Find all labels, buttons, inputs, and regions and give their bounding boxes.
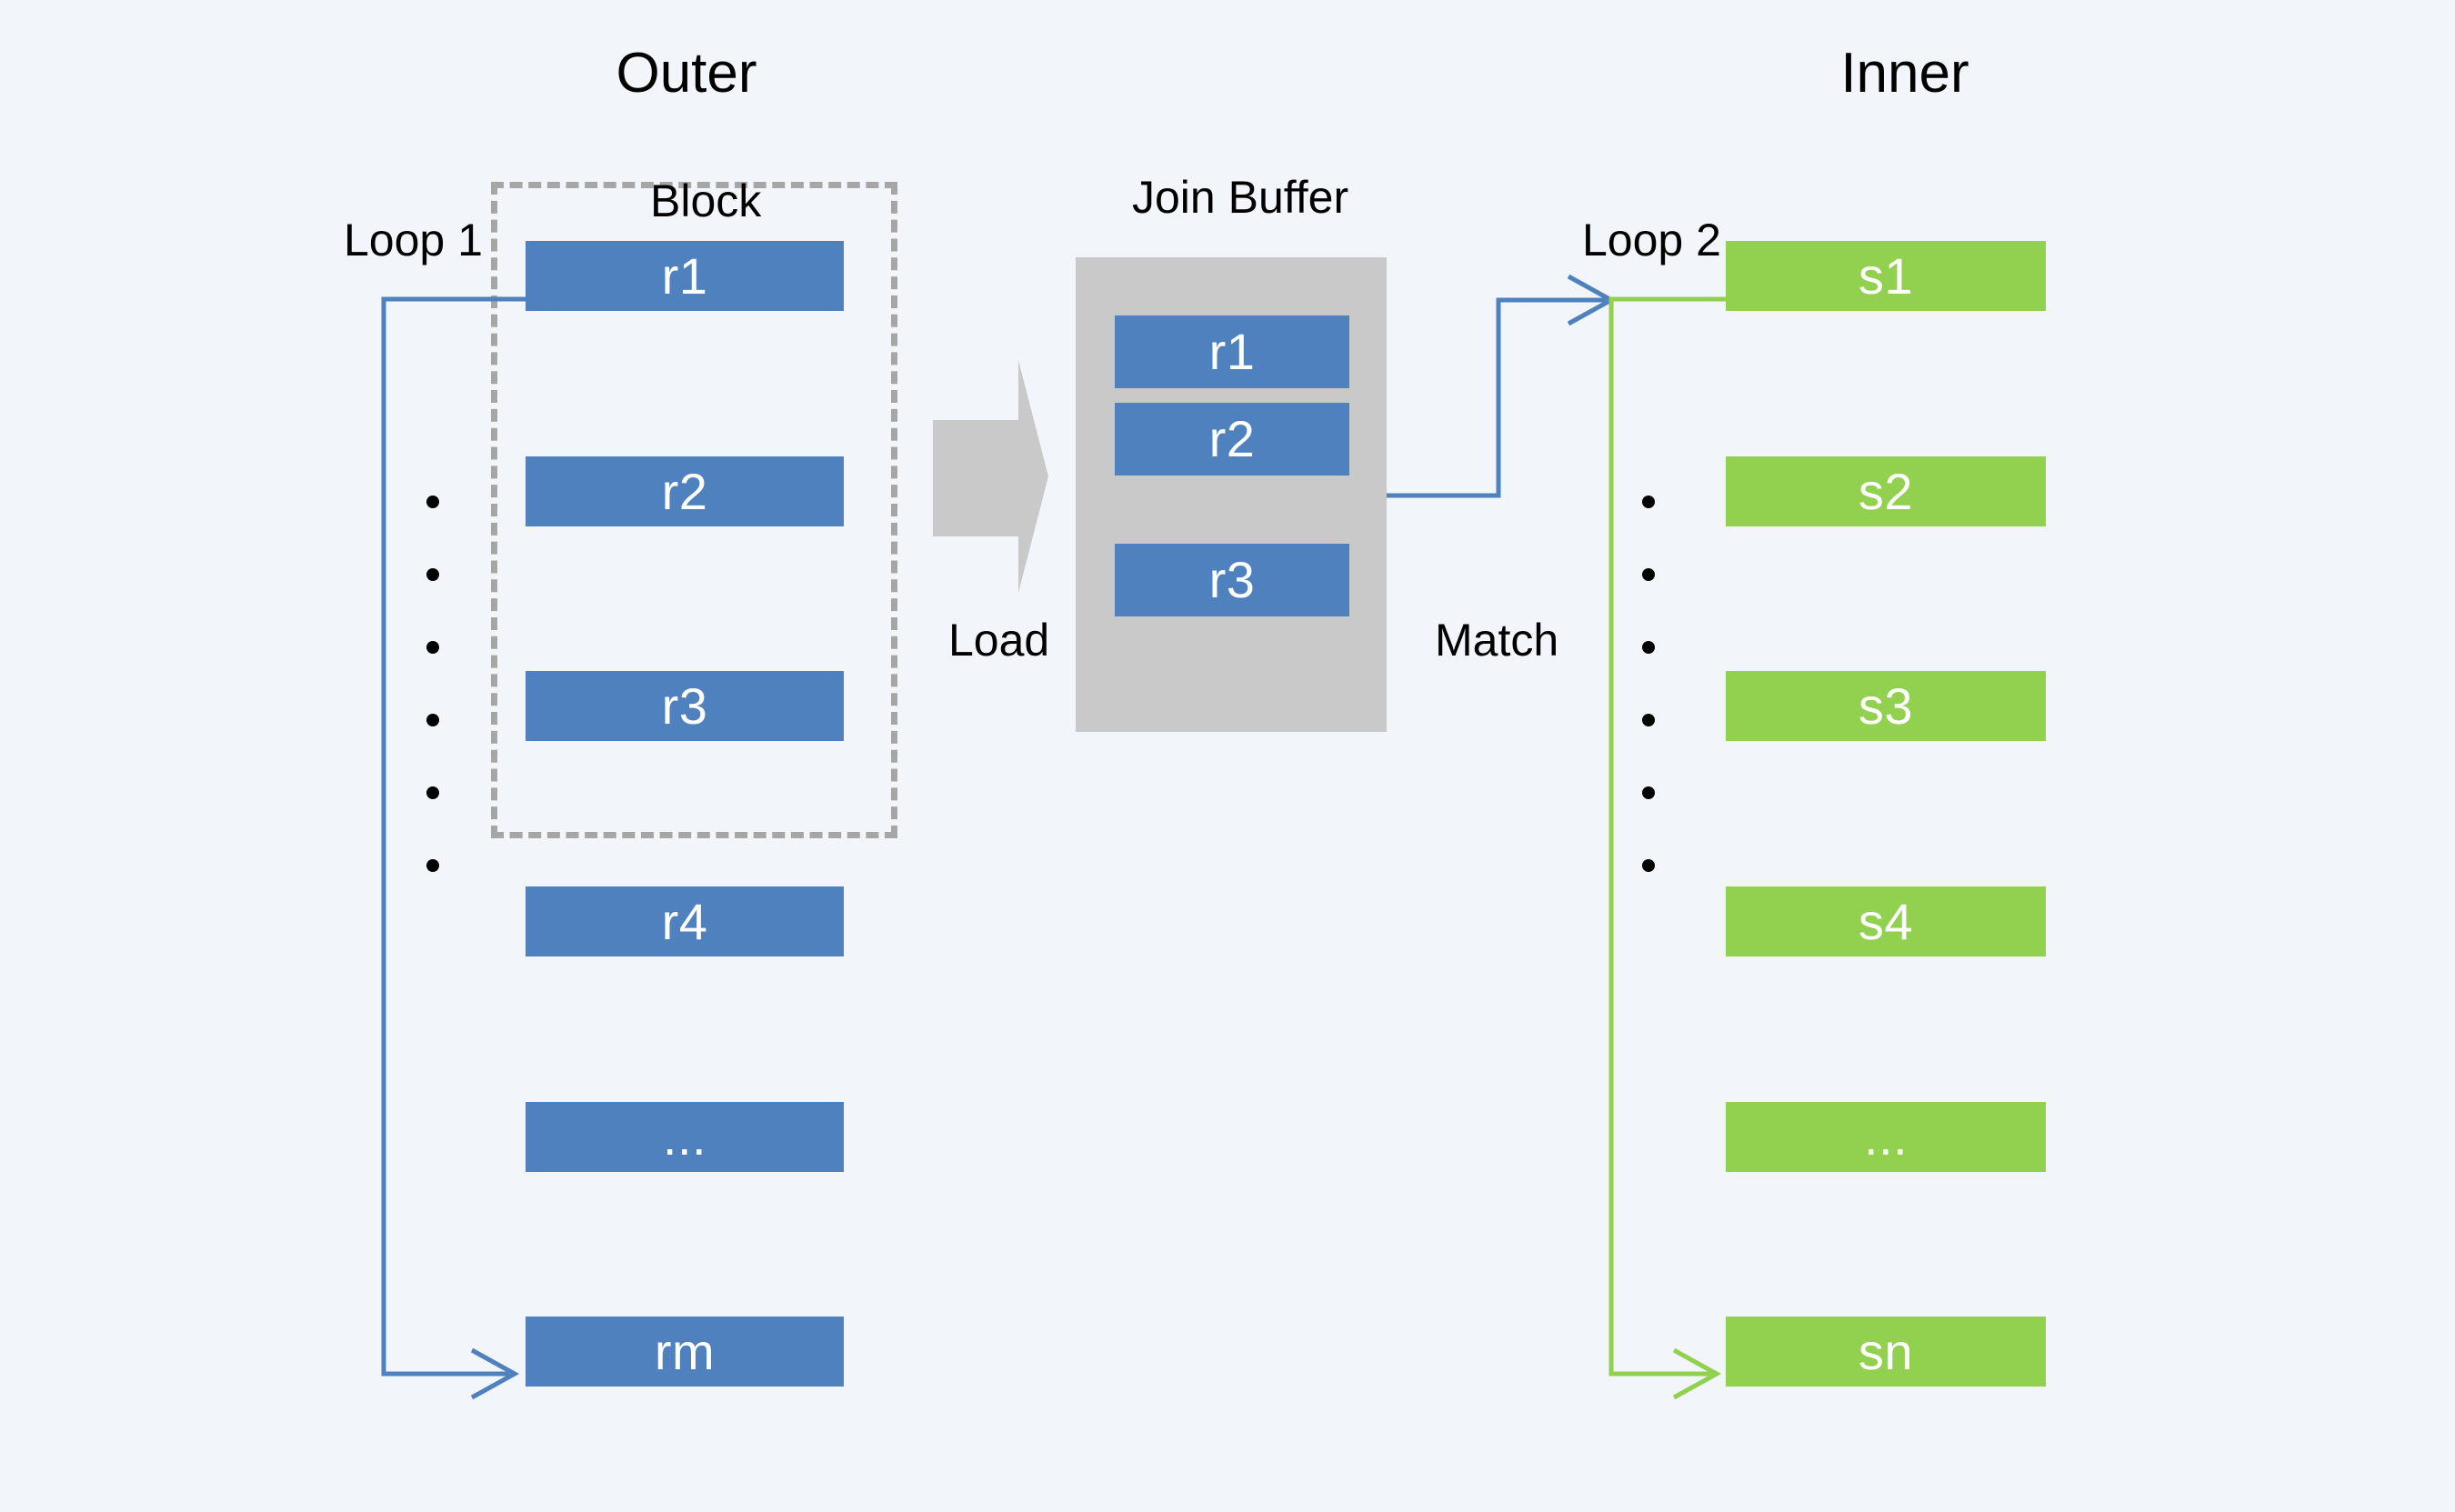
inner-row-s1-label: s1 <box>1858 246 1914 305</box>
outer-row-r4[interactable]: r4 <box>526 886 844 956</box>
inner-row-s3[interactable]: s3 <box>1726 671 2046 741</box>
inner-row-s4-label: s4 <box>1858 892 1914 950</box>
outer-row-rm-label: rm <box>654 1322 716 1380</box>
outer-ellipsis-dot-2 <box>426 568 439 581</box>
load-label: Load <box>948 615 1050 666</box>
outer-row-ellipsis[interactable]: ... <box>526 1102 844 1172</box>
loop1-arrowhead-icon <box>470 1347 520 1400</box>
outer-ellipsis-dot-6 <box>426 859 439 872</box>
loop2-path <box>1608 296 1726 1377</box>
outer-row-r3[interactable]: r3 <box>526 671 844 741</box>
outer-row-r2[interactable]: r2 <box>526 456 844 526</box>
inner-row-sn[interactable]: sn <box>1726 1317 2046 1387</box>
outer-ellipsis-dot-4 <box>426 714 439 726</box>
buffer-row-r1[interactable]: r1 <box>1115 315 1349 388</box>
outer-row-r3-label: r3 <box>661 676 708 735</box>
inner-row-ellipsis[interactable]: ... <box>1726 1102 2046 1172</box>
outer-ellipsis-dot-3 <box>426 641 439 654</box>
inner-ellipsis-dot-6 <box>1642 859 1655 872</box>
block-label: Block <box>650 175 762 226</box>
inner-ellipsis-dot-4 <box>1642 714 1655 726</box>
inner-row-s3-label: s3 <box>1858 676 1914 735</box>
buffer-row-r3-label: r3 <box>1208 551 1256 608</box>
join-buffer-label: Join Buffer <box>1132 172 1349 223</box>
inner-row-s1[interactable]: s1 <box>1726 241 2046 311</box>
match-path <box>1387 297 1606 498</box>
loop1-label: Loop 1 <box>344 215 483 265</box>
buffer-row-r2[interactable]: r2 <box>1115 403 1349 476</box>
load-arrow-icon <box>933 360 1048 593</box>
outer-row-r2-label: r2 <box>661 462 708 520</box>
inner-row-s2[interactable]: s2 <box>1726 456 2046 526</box>
outer-column-title: Outer <box>616 42 757 105</box>
inner-ellipsis-dot-5 <box>1642 786 1655 799</box>
loop2-arrowhead-icon <box>1672 1347 1722 1400</box>
loop2-label: Loop 2 <box>1582 215 1721 265</box>
outer-row-r4-label: r4 <box>661 892 708 950</box>
match-arrowhead-icon <box>1567 274 1617 326</box>
outer-row-r1-label: r1 <box>661 246 708 305</box>
inner-row-s2-label: s2 <box>1858 462 1914 520</box>
inner-row-ellipsis-label: ... <box>1863 1107 1909 1166</box>
inner-ellipsis-dot-3 <box>1642 641 1655 654</box>
inner-column-title: Inner <box>1840 42 1969 105</box>
outer-ellipsis-dot-1 <box>426 496 439 508</box>
inner-row-sn-label: sn <box>1858 1322 1914 1380</box>
outer-ellipsis-dot-5 <box>426 786 439 799</box>
outer-row-ellipsis-label: ... <box>662 1107 707 1166</box>
inner-row-s4[interactable]: s4 <box>1726 886 2046 956</box>
inner-ellipsis-dot-2 <box>1642 568 1655 581</box>
match-label: Match <box>1435 615 1559 666</box>
buffer-row-r2-label: r2 <box>1208 410 1256 467</box>
buffer-row-r1-label: r1 <box>1208 323 1256 380</box>
inner-ellipsis-dot-1 <box>1642 496 1655 508</box>
outer-row-r1[interactable]: r1 <box>526 241 844 311</box>
buffer-row-r3[interactable]: r3 <box>1115 544 1349 616</box>
outer-row-rm[interactable]: rm <box>526 1317 844 1387</box>
